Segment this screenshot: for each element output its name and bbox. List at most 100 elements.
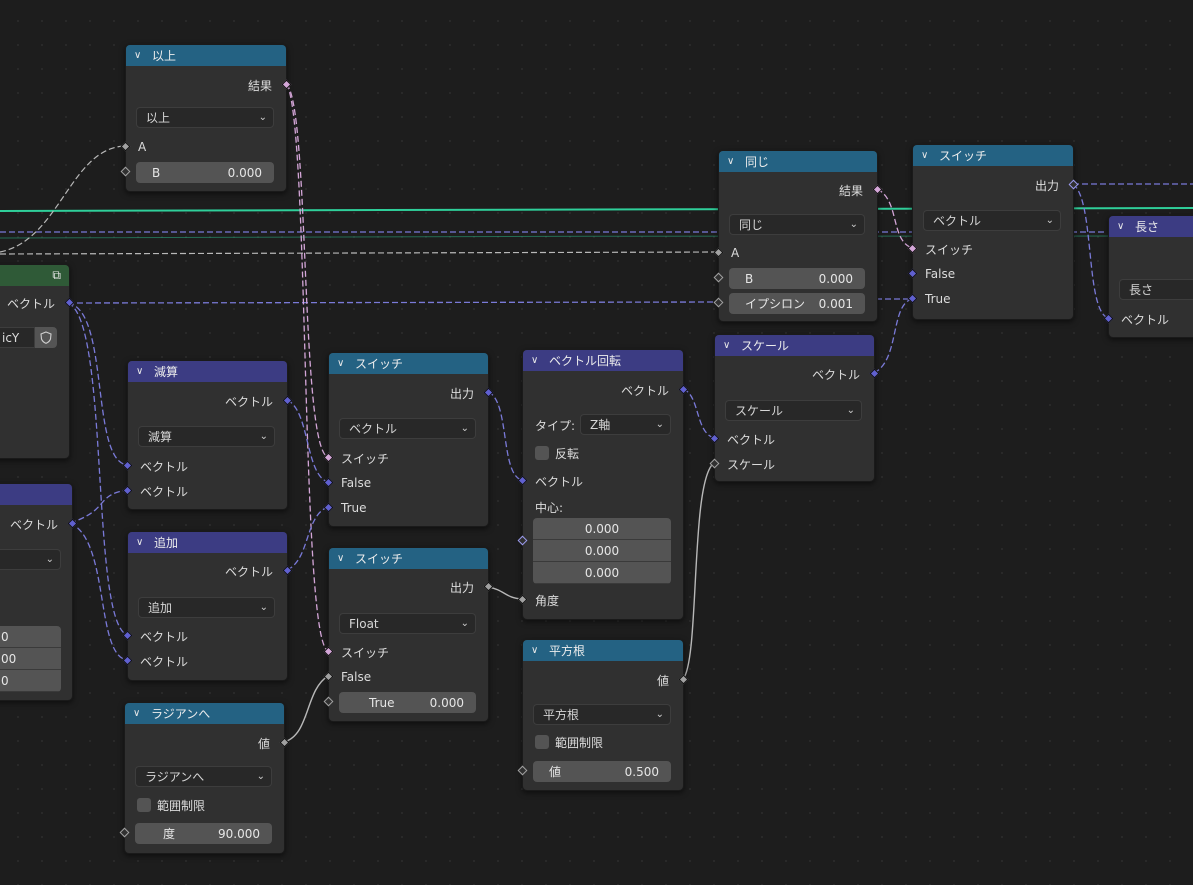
node-header[interactable]: ∨ ラジアンへ <box>125 703 284 724</box>
clamp-checkbox[interactable]: 範囲制限 <box>523 732 683 752</box>
operation-dropdown[interactable]: 長さ <box>1119 279 1193 300</box>
input-vector: ベクトル <box>709 429 874 449</box>
node-header[interactable]: ∨長さ <box>1109 216 1193 237</box>
chevron-down-icon[interactable]: ∨ <box>723 340 731 351</box>
node-title: スイッチ <box>355 357 404 371</box>
node-header[interactable] <box>0 484 72 505</box>
chevron-down-icon[interactable]: ∨ <box>337 358 345 369</box>
left-vector-node[interactable]: ベクトル ⌄ 0 00 0 <box>0 483 78 701</box>
output-value: 値 <box>125 733 290 753</box>
node-header[interactable]: ∨ スイッチ <box>329 548 488 569</box>
chevron-down-icon[interactable]: ∨ <box>727 156 735 167</box>
node-header[interactable]: ∨ スイッチ <box>329 353 488 374</box>
operation-dropdown[interactable]: 追加⌄ <box>138 597 275 618</box>
operation-dropdown[interactable]: 平方根⌄ <box>533 704 671 725</box>
operation-dropdown[interactable]: 以上⌄ <box>136 107 274 128</box>
operation-dropdown[interactable]: 減算⌄ <box>138 426 275 447</box>
operation-dropdown[interactable]: ラジアンへ⌄ <box>135 766 272 787</box>
node-header[interactable]: ⧉ <box>0 265 69 286</box>
chevron-down-icon: ⌄ <box>846 405 855 416</box>
type-dropdown[interactable]: ベクトル⌄ <box>923 210 1061 231</box>
node-header[interactable]: ∨ スケール <box>715 335 874 356</box>
node-title: スケール <box>741 339 790 353</box>
checkbox[interactable] <box>137 798 151 812</box>
vector-length-node[interactable]: ∨長さ 長さ ベクトル <box>1103 215 1193 338</box>
type-dropdown[interactable]: Float⌄ <box>339 613 476 634</box>
switch-node-vector-out[interactable]: ∨スイッチ 出力 ベクトル⌄ スイッチ False True <box>907 144 1079 320</box>
output: 出力 <box>329 383 494 403</box>
chevron-down-icon[interactable]: ∨ <box>1117 221 1125 232</box>
chevron-down-icon[interactable]: ∨ <box>921 150 929 161</box>
vector-value-fields[interactable]: 0 00 0 <box>0 626 61 692</box>
chevron-down-icon: ⌄ <box>259 431 268 442</box>
chevron-down-icon[interactable]: ∨ <box>531 645 539 656</box>
fake-user-shield-icon[interactable] <box>35 327 57 348</box>
node-header[interactable]: ∨ スイッチ <box>913 145 1073 166</box>
group-selector[interactable]: icY <box>0 327 35 348</box>
center-value-fields[interactable]: 0.000 0.000 0.000 <box>533 518 671 584</box>
chevron-down-icon: ⌄ <box>849 219 858 230</box>
node-title: スイッチ <box>355 552 404 566</box>
node-header[interactable]: ∨ベクトル回転 <box>523 350 683 371</box>
output-vector: ベクトル <box>0 293 75 313</box>
output-vector: ベクトル <box>128 391 293 411</box>
center-z-field[interactable]: 0.000 <box>533 562 671 584</box>
chevron-down-icon[interactable]: ∨ <box>337 553 345 564</box>
vector-scale-node[interactable]: ∨スケール ベクトル スケール⌄ ベクトル スケール <box>709 334 880 482</box>
chevron-down-icon: ⌄ <box>258 112 267 123</box>
node-title: ラジアンへ <box>151 707 211 721</box>
checkbox[interactable] <box>535 735 549 749</box>
output: 出力 <box>913 175 1079 195</box>
chevron-down-icon[interactable]: ∨ <box>136 366 144 377</box>
chevron-down-icon: ⌄ <box>460 423 469 434</box>
operation-dropdown[interactable]: ⌄ <box>0 549 61 570</box>
input-scale: スケール <box>709 454 874 474</box>
chevron-down-icon: ⌄ <box>1045 215 1054 226</box>
node-group-icon[interactable]: ⧉ <box>52 268 61 282</box>
node-header[interactable]: ∨同じ <box>719 151 877 172</box>
vector-rotate-node[interactable]: ∨ベクトル回転 ベクトル タイプ: Z軸⌄ 反転 ベクトル 中心: 0.000 … <box>517 349 689 620</box>
operation-dropdown[interactable]: スケール⌄ <box>725 400 862 421</box>
node-header[interactable]: ∨平方根 <box>523 640 683 661</box>
input-angle: 角度 <box>517 590 683 610</box>
group-node[interactable]: ⧉ ベクトル icY <box>0 264 75 459</box>
center-x-field[interactable]: 0.000 <box>533 518 671 540</box>
vector-subtract-node[interactable]: ∨減算 ベクトル 減算⌄ ベクトル ベクトル <box>122 360 293 510</box>
chevron-down-icon[interactable]: ∨ <box>134 50 142 61</box>
input-vector-1: ベクトル <box>122 626 287 646</box>
invert-checkbox[interactable]: 反転 <box>523 443 683 463</box>
chevron-down-icon[interactable]: ∨ <box>133 708 141 719</box>
node-header[interactable]: ∨減算 <box>128 361 287 382</box>
input-vector: ベクトル <box>1103 309 1193 329</box>
node-header[interactable]: ∨追加 <box>128 532 287 553</box>
node-header[interactable]: ∨以上 <box>126 45 286 66</box>
chevron-down-icon[interactable]: ∨ <box>136 537 144 548</box>
input-a: A <box>713 243 877 263</box>
node-title: スイッチ <box>939 149 988 163</box>
type-dropdown[interactable]: ベクトル⌄ <box>339 418 476 439</box>
chevron-down-icon[interactable]: ∨ <box>531 355 539 366</box>
center-y-field[interactable]: 0.000 <box>533 540 671 562</box>
switch-node-vector[interactable]: ∨スイッチ 出力 ベクトル⌄ スイッチ False True <box>323 352 494 527</box>
chevron-down-icon: ⌄ <box>256 771 265 782</box>
checkbox[interactable] <box>535 446 549 460</box>
output-vector: ベクトル <box>128 561 293 581</box>
clamp-checkbox[interactable]: 範囲制限 <box>125 795 284 815</box>
rotation-type-dropdown[interactable]: Z軸⌄ <box>580 414 671 435</box>
operation-dropdown[interactable]: 同じ⌄ <box>729 214 865 235</box>
vector-add-node[interactable]: ∨追加 ベクトル 追加⌄ ベクトル ベクトル <box>122 531 293 681</box>
